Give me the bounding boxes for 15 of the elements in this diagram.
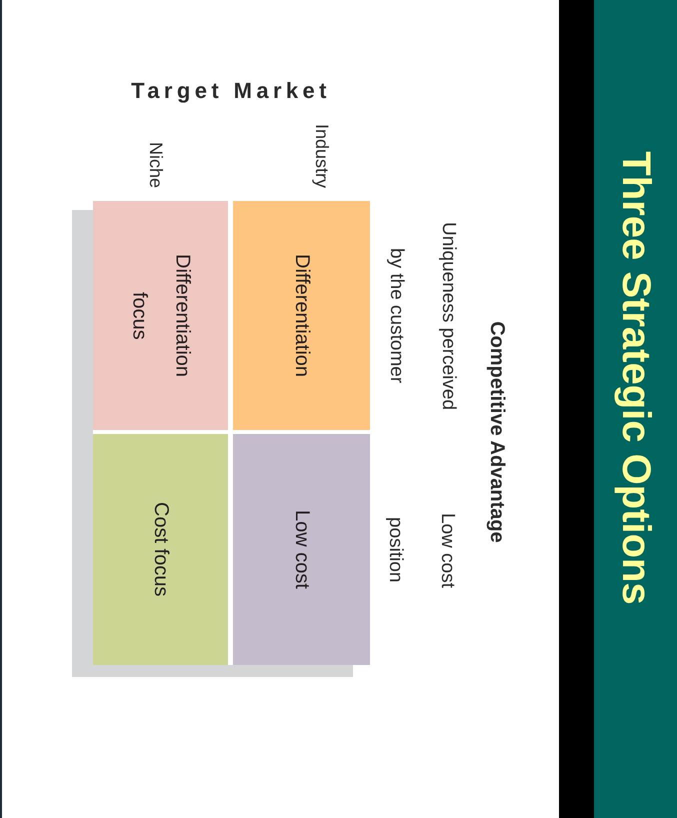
axis-heading: Competitive Advantage <box>485 321 509 543</box>
quadrant-label: Differentiation <box>290 254 314 378</box>
axis-heading: Target Market <box>131 78 331 104</box>
quadrant-box <box>233 434 370 665</box>
quadrant-label: Cost focus <box>149 502 173 597</box>
quadrant-box <box>233 201 370 430</box>
quadrant-box <box>93 434 228 665</box>
slide-title: Three Strategic Options <box>614 151 658 605</box>
category-label: Niche <box>145 142 167 188</box>
category-label: Industry <box>311 124 333 188</box>
quadrant-label: Differentiation focus <box>128 252 194 380</box>
category-label: Uniqueness perceived by the customer <box>385 220 460 412</box>
quadrant-box <box>93 201 228 430</box>
quadrant-label: Low cost <box>290 510 314 589</box>
category-label: Low cost position <box>384 512 459 590</box>
